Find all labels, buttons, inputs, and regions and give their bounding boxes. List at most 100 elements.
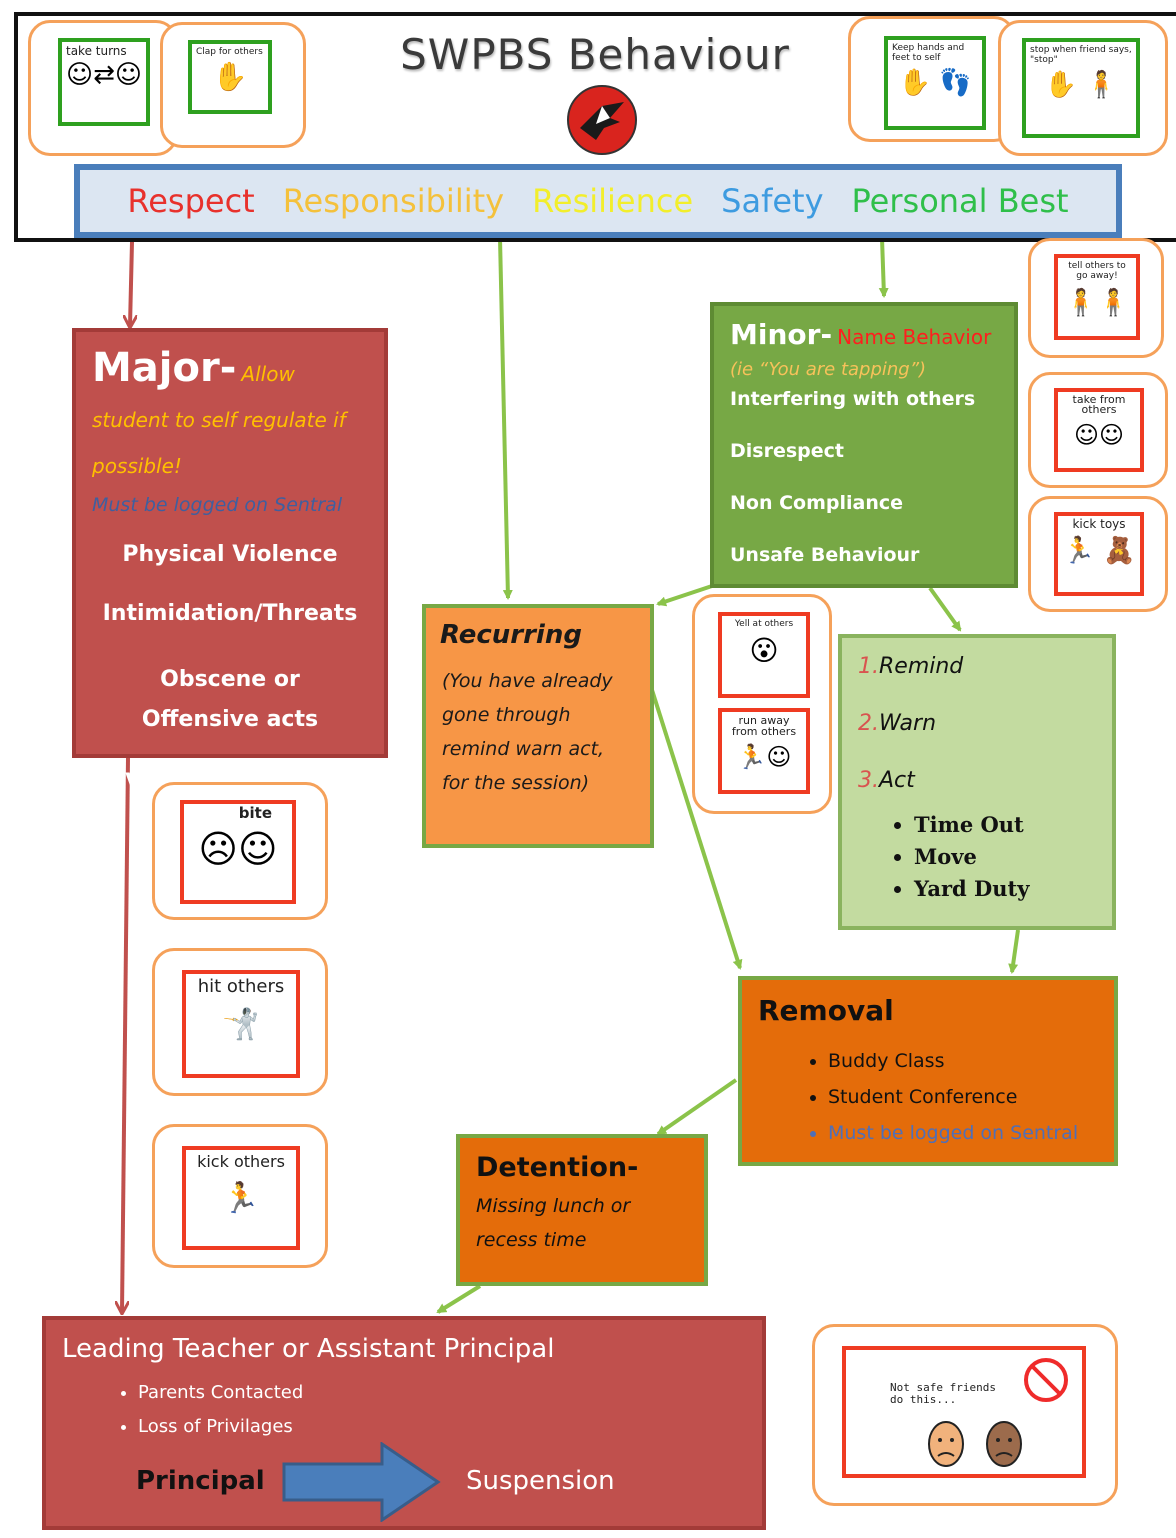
- arrow-steps-removal: [1008, 929, 1020, 974]
- kick-others-symbol: kick others 🏃: [182, 1146, 300, 1250]
- removal-item: Student Conference: [828, 1079, 1098, 1115]
- arrow-values-recurring: [498, 237, 513, 600]
- stop-when-label: stop when friend says, "stop": [1030, 45, 1132, 65]
- take-from-symbol: take from others ☺☺: [1054, 388, 1144, 472]
- steps-box: 1.Remind 2.Warn 3.Act Time Out Move Yard…: [838, 634, 1116, 930]
- stop-figures-icon: ✋ 🧍: [1044, 70, 1118, 100]
- arrow-detention-leading: [436, 1284, 482, 1314]
- minor-item: Interfering with others: [730, 388, 976, 410]
- prohibited-icon: [1022, 1356, 1070, 1404]
- hands-feet-icon: ✋ 👣: [898, 68, 972, 98]
- step-number: 3.: [858, 768, 879, 793]
- kick-toys-label: kick toys: [1072, 517, 1126, 531]
- step-act: 3.Act: [858, 768, 1096, 793]
- bite-label: bite: [238, 804, 272, 822]
- suspension-label: Suspension: [466, 1466, 615, 1496]
- arrow-right-icon: [282, 1442, 442, 1522]
- step-number: 1.: [858, 654, 879, 679]
- value-respect: Respect: [127, 182, 255, 220]
- clapping-hands-icon: ✋: [212, 60, 248, 93]
- removal-logged: Must be logged on Sentral: [828, 1115, 1098, 1151]
- recurring-box: Recurring (You have already gone through…: [422, 604, 654, 848]
- act-options: Time Out Move Yard Duty: [858, 809, 1096, 905]
- arrow-major-leading: [122, 757, 130, 1312]
- principal-label: Principal: [136, 1466, 265, 1496]
- yelling-face-icon: 😮: [749, 634, 779, 667]
- minor-item: Disrespect: [730, 440, 844, 462]
- detention-title: Detention-: [476, 1152, 639, 1183]
- tell-others-icon: 🧍🧍: [1064, 288, 1130, 318]
- hit-others-label: hit others: [197, 976, 285, 997]
- take-turns-icon: ☺⇄☺: [66, 60, 142, 90]
- minor-example: (ie “You are tapping”): [730, 359, 927, 380]
- not-safe-symbol: Not safe friends do this...: [842, 1346, 1086, 1478]
- value-personal-best: Personal Best: [851, 182, 1069, 220]
- recurring-title: Recurring: [440, 620, 582, 650]
- tell-others-label: tell others to go away!: [1068, 261, 1126, 281]
- minor-box: Minor- Name Behavior (ie “You are tappin…: [710, 302, 1018, 588]
- bite-icon: ☹☺: [198, 827, 278, 871]
- minor-item: Unsafe Behaviour: [730, 544, 920, 566]
- step-label: Remind: [879, 654, 964, 679]
- detention-text: Missing lunch or recess time: [476, 1195, 631, 1251]
- arrow-removal-detention: [656, 1078, 738, 1136]
- value-safety: Safety: [721, 182, 824, 220]
- value-responsibility: Responsibility: [282, 182, 505, 220]
- yell-label: Yell at others: [734, 619, 794, 629]
- leading-box: Leading Teacher or Assistant Principal P…: [42, 1316, 766, 1530]
- take-from-icon: ☺☺: [1073, 421, 1125, 449]
- run-away-icon: 🏃☺: [736, 743, 792, 771]
- school-logo: [566, 84, 638, 156]
- minor-title: Minor-: [730, 318, 833, 351]
- sad-faces-icon: [922, 1416, 1032, 1472]
- arrow-values-major: [130, 241, 132, 326]
- keep-hands-symbol: Keep hands and feet to self ✋ 👣: [884, 36, 986, 130]
- major-title: Major-: [92, 345, 237, 391]
- values-bar: Respect Responsibility Resilience Safety…: [74, 164, 1122, 238]
- stop-when-symbol: stop when friend says, "stop" ✋ 🧍: [1022, 38, 1140, 138]
- tell-others-symbol: tell others to go away! 🧍🧍: [1054, 254, 1140, 340]
- major-logged: Must be logged on Sentral: [92, 494, 343, 516]
- act-option: Time Out: [914, 809, 1096, 841]
- arrow-minor-steps: [928, 586, 962, 632]
- hit-others-icon: 🤺: [222, 1007, 260, 1042]
- hit-others-symbol: hit others 🤺: [182, 970, 300, 1078]
- removal-list: Buddy Class Student Conference Must be l…: [758, 1043, 1098, 1151]
- step-number: 2.: [858, 711, 879, 736]
- run-away-symbol: run away from others 🏃☺: [718, 708, 810, 794]
- kick-others-label: kick others: [197, 1152, 285, 1171]
- leading-item: Loss of Privilages: [138, 1410, 746, 1444]
- minor-name-behavior: Name Behavior: [837, 325, 992, 349]
- step-warn: 2.Warn: [858, 711, 1096, 736]
- yell-symbol: Yell at others 😮: [718, 612, 810, 698]
- step-label: Warn: [879, 711, 937, 736]
- clap-symbol: Clap for others ✋: [188, 40, 272, 114]
- arrow-values-minor: [878, 237, 889, 298]
- major-item: Obscene or Offensive acts: [141, 667, 319, 732]
- recurring-text: (You have already gone through remind wa…: [442, 670, 613, 794]
- clap-label: Clap for others: [196, 47, 263, 57]
- leading-list: Parents Contacted Loss of Privilages: [62, 1376, 746, 1444]
- major-item: Physical Violence: [122, 542, 338, 567]
- major-list: Physical Violence Intimidation/Threats O…: [92, 542, 368, 795]
- removal-title: Removal: [758, 994, 894, 1027]
- minor-item: Non Compliance: [730, 492, 904, 514]
- leading-item: Parents Contacted: [138, 1376, 746, 1410]
- bite-symbol: bite ☹☺: [180, 800, 296, 904]
- leading-title: Leading Teacher or Assistant Principal: [62, 1334, 555, 1364]
- step-label: Act: [879, 768, 915, 793]
- kick-others-icon: 🏃: [222, 1181, 260, 1216]
- page-title: SWPBS Behaviour: [400, 30, 790, 79]
- take-turns-symbol: take turns ☺⇄☺: [58, 38, 150, 126]
- kick-toys-symbol: kick toys 🏃 🧸: [1054, 512, 1144, 596]
- removal-item: Buddy Class: [828, 1043, 1098, 1079]
- act-option: Move: [914, 841, 1096, 873]
- kick-toys-icon: 🏃 🧸: [1062, 536, 1136, 566]
- keep-hands-label: Keep hands and feet to self: [892, 43, 965, 63]
- take-turns-label: take turns: [66, 44, 127, 58]
- removal-box: Removal Buddy Class Student Conference M…: [738, 976, 1118, 1166]
- value-resilience: Resilience: [532, 182, 694, 220]
- major-note: Allow student to self regulate if possib…: [92, 362, 346, 478]
- major-box: Major- Allow student to self regulate if…: [72, 328, 388, 795]
- run-away-label: run away from others: [731, 714, 797, 738]
